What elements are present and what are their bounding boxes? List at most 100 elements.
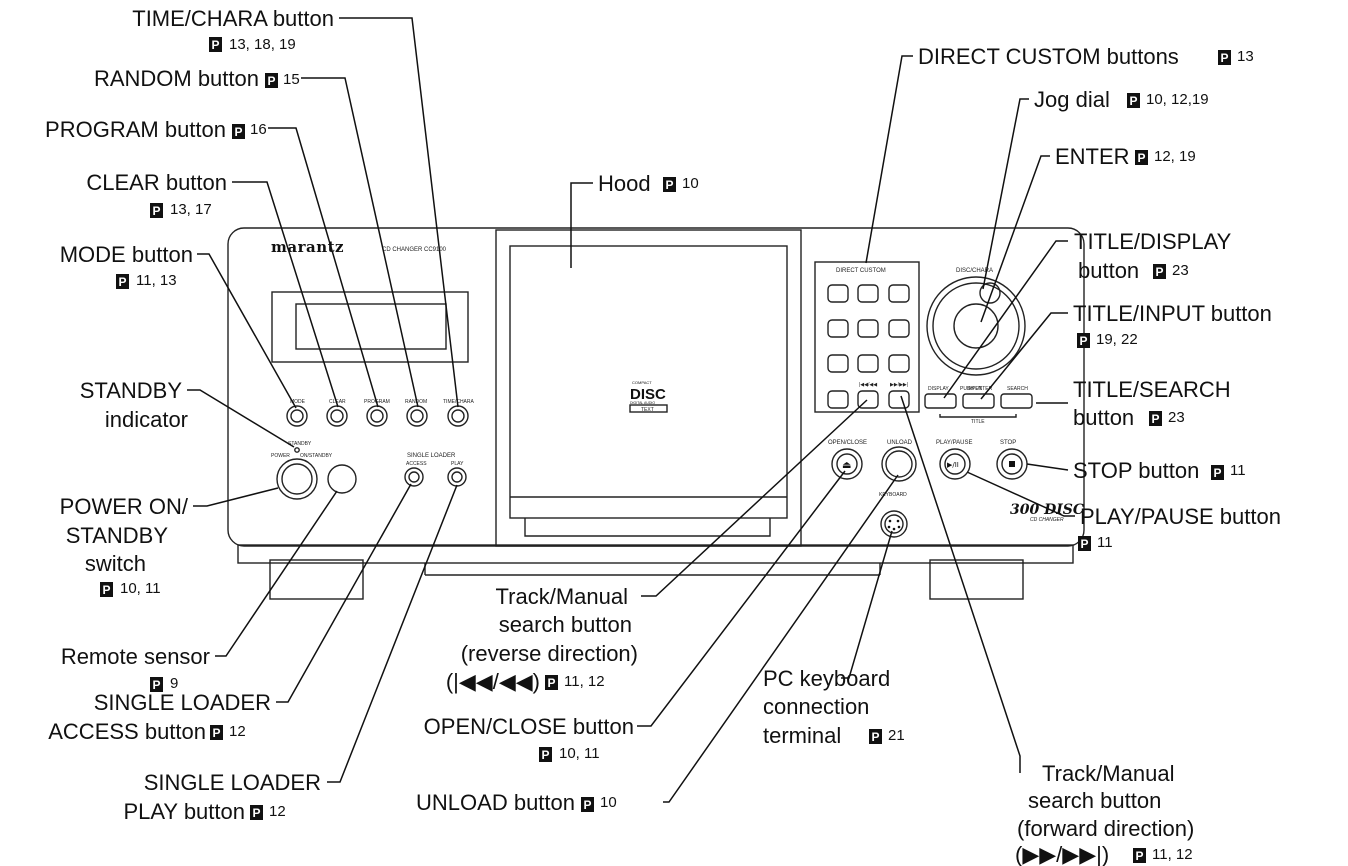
jog-knob	[979, 282, 1001, 304]
svg-text:OPEN/CLOSE: OPEN/CLOSE	[828, 440, 867, 446]
direct-custom-button-10[interactable]	[827, 390, 849, 409]
direct-custom-button-4[interactable]	[827, 319, 849, 338]
callout-single-loader-access: SINGLE LOADER ACCESS button 12	[48, 690, 271, 744]
svg-text:ENTER: ENTER	[1055, 144, 1130, 169]
svg-text:16: 16	[250, 121, 267, 138]
svg-text:⏏: ⏏	[842, 460, 851, 471]
svg-text:CLEAR: CLEAR	[329, 399, 346, 405]
mode-button[interactable]: MODE	[286, 399, 308, 427]
callout-direct-custom: DIRECT CUSTOM buttons 13	[918, 44, 1254, 69]
callout-unload: UNLOAD button 10	[416, 790, 617, 815]
compact-disc-logo: COMPACT DISC DIGITAL AUDIO TEXT	[629, 380, 668, 413]
svg-text:DIRECT CUSTOM: DIRECT CUSTOM	[836, 268, 886, 274]
direct-custom-button-5[interactable]	[857, 319, 879, 338]
svg-text:CLEAR button: CLEAR button	[86, 170, 227, 195]
callout-standby-indicator: STANDBY indicator	[80, 378, 188, 432]
svg-text:button: button	[1073, 405, 1134, 430]
direct-custom-panel	[814, 261, 920, 413]
svg-text:MODE: MODE	[290, 399, 306, 405]
play-pause-button[interactable]: ▶/II	[939, 448, 971, 480]
callout-program: PROGRAM button 16	[45, 117, 267, 142]
random-button[interactable]: RANDOM	[405, 399, 428, 427]
svg-text:TITLE/INPUT button: TITLE/INPUT button	[1073, 301, 1272, 326]
disc-badge: 300 DISC	[1010, 502, 1084, 518]
svg-text:10: 10	[600, 794, 617, 811]
callout-enter: ENTER 12, 19	[1055, 144, 1196, 169]
svg-text:RANDOM: RANDOM	[405, 399, 427, 405]
callout-power: POWER ON/ STANDBY switch 10, 11	[60, 494, 189, 597]
single-loader-play-button[interactable]	[447, 467, 467, 487]
callout-clear: CLEAR button 13, 17	[86, 170, 227, 218]
stop-button[interactable]	[996, 448, 1028, 480]
title-input-button[interactable]	[962, 393, 995, 409]
callout-title-input: TITLE/INPUT button 19, 22	[1073, 301, 1272, 348]
standby-label: STANDBY	[288, 441, 312, 447]
hood[interactable]	[495, 229, 802, 547]
svg-text:10, 11: 10, 11	[559, 745, 600, 762]
enter-button[interactable]	[953, 303, 999, 349]
svg-text:UNLOAD: UNLOAD	[887, 440, 913, 446]
svg-text:TITLE: TITLE	[971, 419, 985, 425]
callout-hood: Hood 10	[598, 171, 699, 196]
leader-lines	[187, 17, 1075, 803]
title-display-button[interactable]	[924, 393, 957, 409]
cd-changer-unit: marantz CD CHANGER CC9100 MODE CLEAR PRO…	[227, 227, 1085, 600]
callout-jog-dial: Jog dial 10, 12,19	[1034, 87, 1209, 112]
callout-track-forward: Track/Manual search button (forward dire…	[1015, 761, 1194, 866]
callout-mode: MODE button 11, 13	[60, 242, 193, 289]
svg-text:TITLE/DISPLAY: TITLE/DISPLAY	[1074, 229, 1232, 254]
direct-custom-button-7[interactable]	[827, 354, 849, 373]
svg-text:COMPACT: COMPACT	[632, 380, 652, 385]
svg-text:21: 21	[888, 727, 905, 744]
direct-custom-button-3[interactable]	[888, 284, 910, 303]
svg-text:ACCESS: ACCESS	[406, 461, 427, 467]
direct-custom-button-2[interactable]	[857, 284, 879, 303]
open-close-button[interactable]: ⏏	[831, 448, 863, 480]
direct-custom-button-1[interactable]	[827, 284, 849, 303]
direct-custom-button-9[interactable]	[888, 354, 910, 373]
svg-text:CD CHANGER: CD CHANGER	[1030, 517, 1064, 523]
callout-open-close: OPEN/CLOSE button 10, 11	[424, 714, 634, 762]
keyboard-terminal[interactable]	[880, 510, 908, 538]
svg-text:10, 12,19: 10, 12,19	[1146, 91, 1209, 108]
svg-text:OPEN/CLOSE button: OPEN/CLOSE button	[424, 714, 634, 739]
svg-text:(forward direction): (forward direction)	[1017, 816, 1194, 841]
title-search-button[interactable]	[1000, 393, 1033, 409]
svg-text:PUSH ENTER: PUSH ENTER	[960, 386, 993, 392]
svg-text:SEARCH: SEARCH	[1007, 386, 1028, 392]
direct-custom-button-8[interactable]	[857, 354, 879, 373]
svg-text:Remote sensor: Remote sensor	[61, 644, 210, 669]
single-loader-access-button[interactable]	[404, 467, 424, 487]
unload-button[interactable]	[881, 446, 917, 482]
svg-text:11, 12: 11, 12	[1152, 846, 1193, 863]
svg-text:UNLOAD button: UNLOAD button	[416, 790, 575, 815]
svg-text:(|◀◀/◀◀): (|◀◀/◀◀)	[446, 669, 540, 694]
svg-text:19, 22: 19, 22	[1096, 331, 1138, 348]
time-chara-button[interactable]: TIME/CHARA	[443, 399, 475, 427]
svg-text:STANDBY: STANDBY	[80, 378, 183, 403]
svg-text:10: 10	[682, 175, 699, 192]
svg-text:DISC: DISC	[630, 386, 666, 403]
svg-text:12, 19: 12, 19	[1154, 148, 1196, 165]
svg-text:switch: switch	[85, 551, 146, 576]
svg-text:RANDOM button: RANDOM button	[94, 66, 259, 91]
model-text: CD CHANGER CC9100	[382, 247, 447, 253]
svg-text:▶▶/▶▶|: ▶▶/▶▶|	[890, 382, 908, 388]
svg-text:13, 17: 13, 17	[170, 201, 212, 218]
svg-text:button: button	[1078, 258, 1139, 283]
track-reverse-button[interactable]: |◀◀/◀◀	[857, 382, 879, 409]
jog-dial[interactable]	[926, 276, 1026, 376]
svg-text:SINGLE LOADER: SINGLE LOADER	[144, 770, 321, 795]
svg-text:13: 13	[1237, 48, 1254, 65]
base-plate	[237, 544, 1074, 564]
svg-text:POWER ON/: POWER ON/	[60, 494, 189, 519]
track-forward-button[interactable]: ▶▶/▶▶|	[888, 382, 910, 409]
remote-sensor	[327, 464, 357, 494]
callout-track-reverse: Track/Manual search button (reverse dire…	[446, 584, 638, 694]
svg-text:13, 18, 19: 13, 18, 19	[229, 36, 296, 53]
svg-text:POWER: POWER	[271, 453, 290, 459]
direct-custom-button-6[interactable]	[888, 319, 910, 338]
callout-time-chara: TIME/CHARA button 13, 18, 19	[132, 6, 334, 53]
power-switch[interactable]	[276, 458, 318, 500]
